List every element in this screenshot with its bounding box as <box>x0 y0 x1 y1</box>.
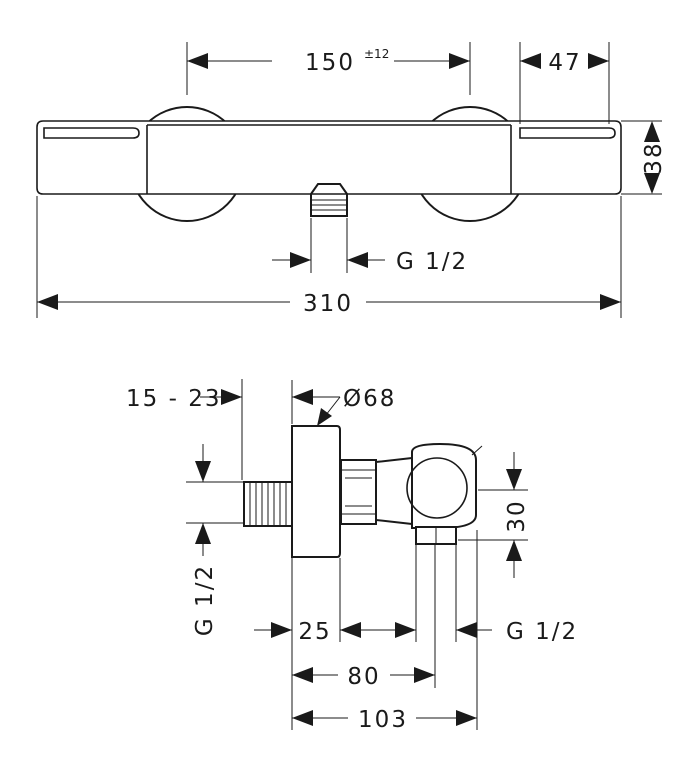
dim-height: 38 <box>641 141 667 174</box>
dim-wall-offset: 25 <box>298 619 331 645</box>
dim-diameter: Ø68 <box>343 386 396 412</box>
top-view: 150 ±12 47 38 G 1/2 310 <box>36 42 667 318</box>
dim-outlet-thread-top: G 1/2 <box>396 249 468 275</box>
dim-inlet-thread: G 1/2 <box>192 564 218 636</box>
dim-outlet-depth: 80 <box>347 664 380 690</box>
dim-total-depth: 103 <box>358 707 408 733</box>
dim-center-distance: 150 <box>305 50 355 76</box>
dim-wall-range: 15 - 23 <box>126 386 221 412</box>
side-view: 15 - 23 Ø68 G 1/2 25 G 1/2 <box>126 379 578 733</box>
dim-outlet-offset: 30 <box>504 499 530 532</box>
mixer-body <box>37 121 621 194</box>
hex-nut <box>340 459 377 525</box>
left-handle-grip <box>43 127 140 139</box>
dim-center-tolerance: ±12 <box>364 47 389 61</box>
dim-handle-width: 47 <box>548 50 581 76</box>
dim-outlet-thread-side: G 1/2 <box>506 619 578 645</box>
right-handle-grip <box>519 127 616 139</box>
rosette-side <box>291 425 341 558</box>
dim-total-width: 310 <box>303 291 353 317</box>
thermostat-knob <box>406 457 468 519</box>
